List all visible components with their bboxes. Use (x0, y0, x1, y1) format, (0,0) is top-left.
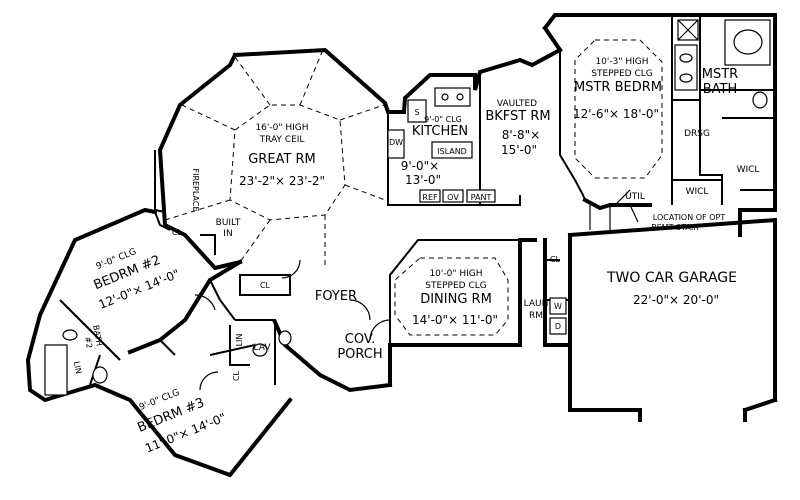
bath-fixtures (44, 19, 771, 396)
foyer-cl-label: CL (260, 281, 271, 290)
misc-labels: FIREPLACE BUILT IN CL (172, 168, 241, 239)
laun-cl-label: CL (550, 255, 561, 264)
kitchen-island (431, 141, 473, 159)
bedrm2-cl-label: CL (172, 228, 183, 237)
bath2-lin-label: LIN (72, 360, 83, 374)
mstr-bedrm-labels: 10'-3" HIGH STEPPED CLG MSTR BEDRM 12'-6… (573, 57, 662, 121)
mstr-bedrm-name: MSTR BEDRM (574, 80, 662, 95)
great-rm-note-2: TRAY CEIL (259, 135, 305, 145)
dryer-label: D (555, 322, 561, 331)
bkfst-note: VAULTED (497, 99, 537, 109)
garage-name: TWO CAR GARAGE (606, 270, 737, 286)
dining-ceiling-dashes (394, 257, 509, 336)
wicl-right-label: WICL (737, 165, 760, 175)
ov-label: OV (447, 193, 459, 202)
mstr-bath-name-2: BATH (703, 82, 738, 97)
washer-label: W (554, 302, 562, 311)
bkfst-name: BKFST RM (485, 109, 550, 124)
dining-dim: 14'-0"× 11'-0" (412, 313, 498, 327)
laun-name-1: LAUN (524, 299, 549, 309)
kitchen-island-label: ISLAND (437, 147, 467, 156)
mstr-bath-labels: MSTR BATH DRSG WICL WICL (684, 67, 759, 197)
bath2-labels: BATH #2 LIN (72, 324, 104, 374)
laundry-fixtures (549, 297, 567, 335)
bkfst-labels: VAULTED BKFST RM 8'-8"× 15'-0" (485, 99, 550, 157)
stair-lines (589, 204, 639, 230)
dining-name: DINING RM (420, 292, 492, 307)
drsg-label: DRSG (684, 129, 710, 139)
pant-label: PANT (471, 193, 492, 202)
built-in-label-2: IN (223, 229, 232, 239)
bath2-name-1: BATH (91, 324, 104, 346)
bkfst-dim-1: 8'-8"× (502, 128, 540, 142)
bkfst-dim-2: 15'-0" (501, 143, 537, 157)
built-in-label-1: BUILT (216, 218, 241, 228)
laun-name-2: RM (529, 311, 543, 321)
kitchen-fixtures (387, 87, 496, 203)
garage-labels: TWO CAR GARAGE 22'-0"× 20'-0" (606, 270, 737, 307)
lin-label: LIN (235, 334, 244, 347)
dishwasher-box (387, 129, 405, 159)
bath2-name-2: #2 (83, 336, 94, 349)
master-ceiling-dashes (574, 39, 663, 179)
range-icon (434, 87, 471, 107)
dining-note-2: STEPPED CLG (425, 281, 487, 291)
great-room-ceiling-dashes (164, 51, 386, 268)
bath2-tub-icon (44, 344, 68, 396)
great-room-labels: 16'-0" HIGH TRAY CEIL GREAT RM 23'-2"× 2… (239, 123, 325, 188)
wicl-bottom-label: WICL (686, 187, 709, 197)
mstr-bedrm-note-2: STEPPED CLG (591, 69, 653, 79)
dryer-icon (549, 317, 567, 335)
toilet-icon (752, 91, 768, 109)
dining-note-1: 10'-0" HIGH (429, 269, 482, 279)
kitchen-dim-2: 13'-0" (405, 173, 441, 187)
util-label: UTIL (625, 192, 645, 202)
kitchen-labels: 9'-0" CLG KITCHEN ISLAND 9'-0"× 13'-0" D… (389, 108, 491, 202)
mstr-bedrm-note-1: 10'-3" HIGH (595, 57, 648, 67)
lav-sink-icon (252, 343, 268, 357)
sink-label: S (414, 108, 419, 117)
lav-labels: LAV LIN CL CL (232, 281, 271, 381)
garage-dim: 22'-0"× 20'-0" (633, 293, 719, 307)
washer-icon (549, 297, 567, 315)
great-rm-note-1: 16'-0" HIGH (255, 123, 308, 133)
interior-walls (59, 15, 775, 386)
bedrm2-labels: 9'-0" CLG BEDRM #2 12'-0"× 14'-0" (92, 247, 182, 312)
hall-cl-label: CL (232, 370, 241, 381)
kitchen-dim-1: 9'-0"× (401, 159, 439, 173)
laun-labels: LAUN RM W D CL (524, 255, 562, 331)
porch-name-2: PORCH (337, 347, 382, 362)
fireplace-label: FIREPLACE (191, 168, 200, 211)
sink-icon (407, 99, 427, 123)
bsmt-stair-line-1: LOCATION OF OPT (653, 213, 726, 222)
door-swings (194, 189, 631, 391)
bsmt-stair-line-2: BSMT STAIR (651, 223, 699, 232)
util-labels: UTIL LOCATION OF OPT BSMT STAIR (625, 192, 725, 232)
foyer-name: FOYER (315, 289, 357, 304)
mstr-bedrm-dim: 12'-6"× 18'-0" (573, 107, 659, 121)
foyer-labels: FOYER COV. PORCH (315, 289, 383, 362)
mstr-bath-name-1: MSTR (702, 67, 738, 82)
dw-label: DW (389, 138, 403, 147)
great-rm-dim: 23'-2"× 23'-2" (239, 174, 325, 188)
ref-label: REF (422, 193, 438, 202)
lav-name: LAV (254, 343, 272, 353)
kitchen-name: KITCHEN (412, 124, 468, 139)
dining-labels: 10'-0" HIGH STEPPED CLG DINING RM 14'-0"… (412, 269, 498, 327)
kitchen-note: 9'-0" CLG (424, 115, 462, 124)
great-rm-name: GREAT RM (248, 152, 316, 167)
porch-name-1: COV. (345, 332, 375, 347)
